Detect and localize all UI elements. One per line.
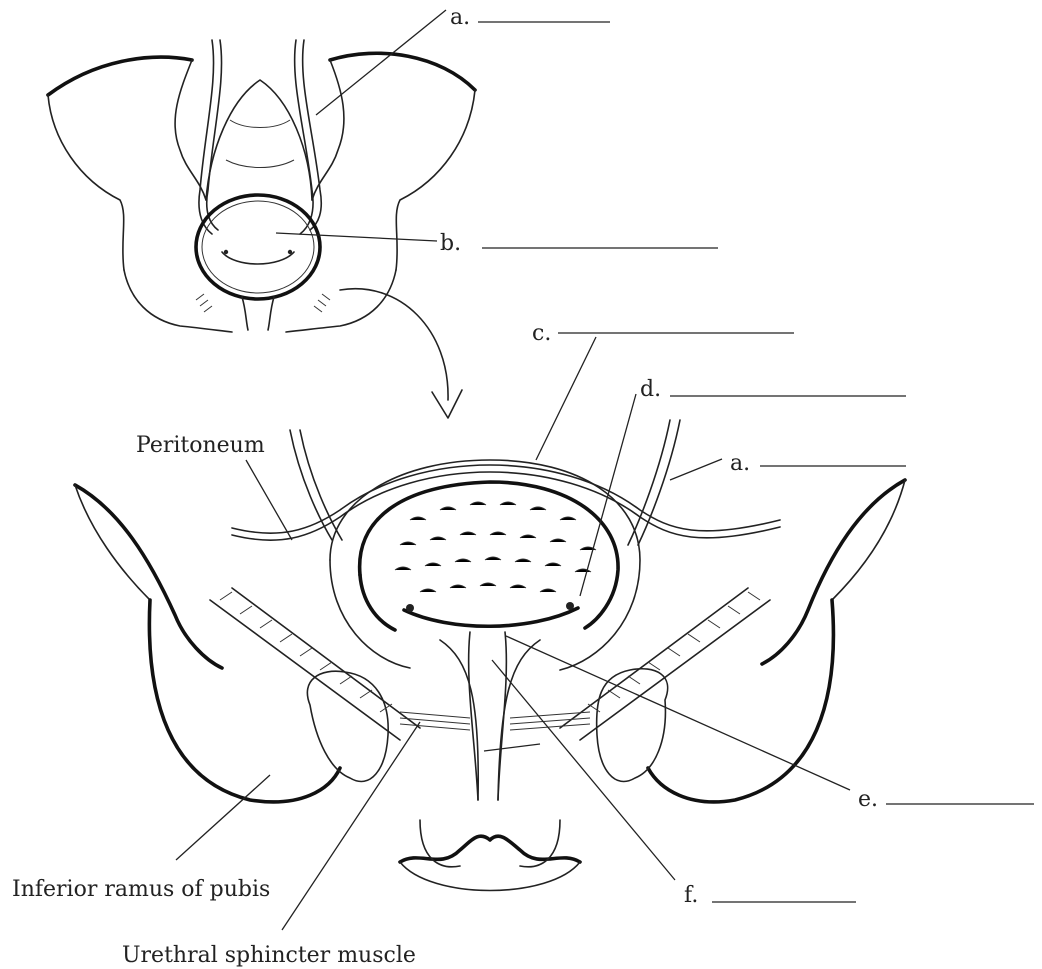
- label-urethral-sphincter-text: Urethral sphincter muscle: [122, 943, 416, 968]
- label-e-text: e.: [858, 787, 878, 812]
- label-f: f.: [484, 660, 856, 908]
- label-d-text: d.: [640, 377, 661, 402]
- label-a-right: a.: [670, 451, 906, 480]
- label-a-top-text: a.: [450, 5, 470, 30]
- label-b-text: b.: [440, 231, 461, 256]
- label-c-text: c.: [532, 321, 551, 346]
- label-urethral-sphincter: Urethral sphincter muscle: [122, 722, 420, 968]
- bladder-detail: [75, 420, 905, 891]
- label-f-text: f.: [684, 883, 698, 908]
- label-peritoneum-text: Peritoneum: [136, 433, 265, 458]
- pelvis-overview: [48, 40, 475, 332]
- label-d: d.: [580, 377, 906, 596]
- label-a-top: a.: [316, 5, 610, 115]
- transition-arrow: [340, 289, 462, 418]
- label-b: b.: [276, 231, 718, 256]
- label-c: c.: [532, 321, 794, 460]
- label-a-right-text: a.: [730, 451, 750, 476]
- label-inferior-ramus-text: Inferior ramus of pubis: [12, 877, 270, 902]
- label-peritoneum: Peritoneum: [136, 433, 292, 540]
